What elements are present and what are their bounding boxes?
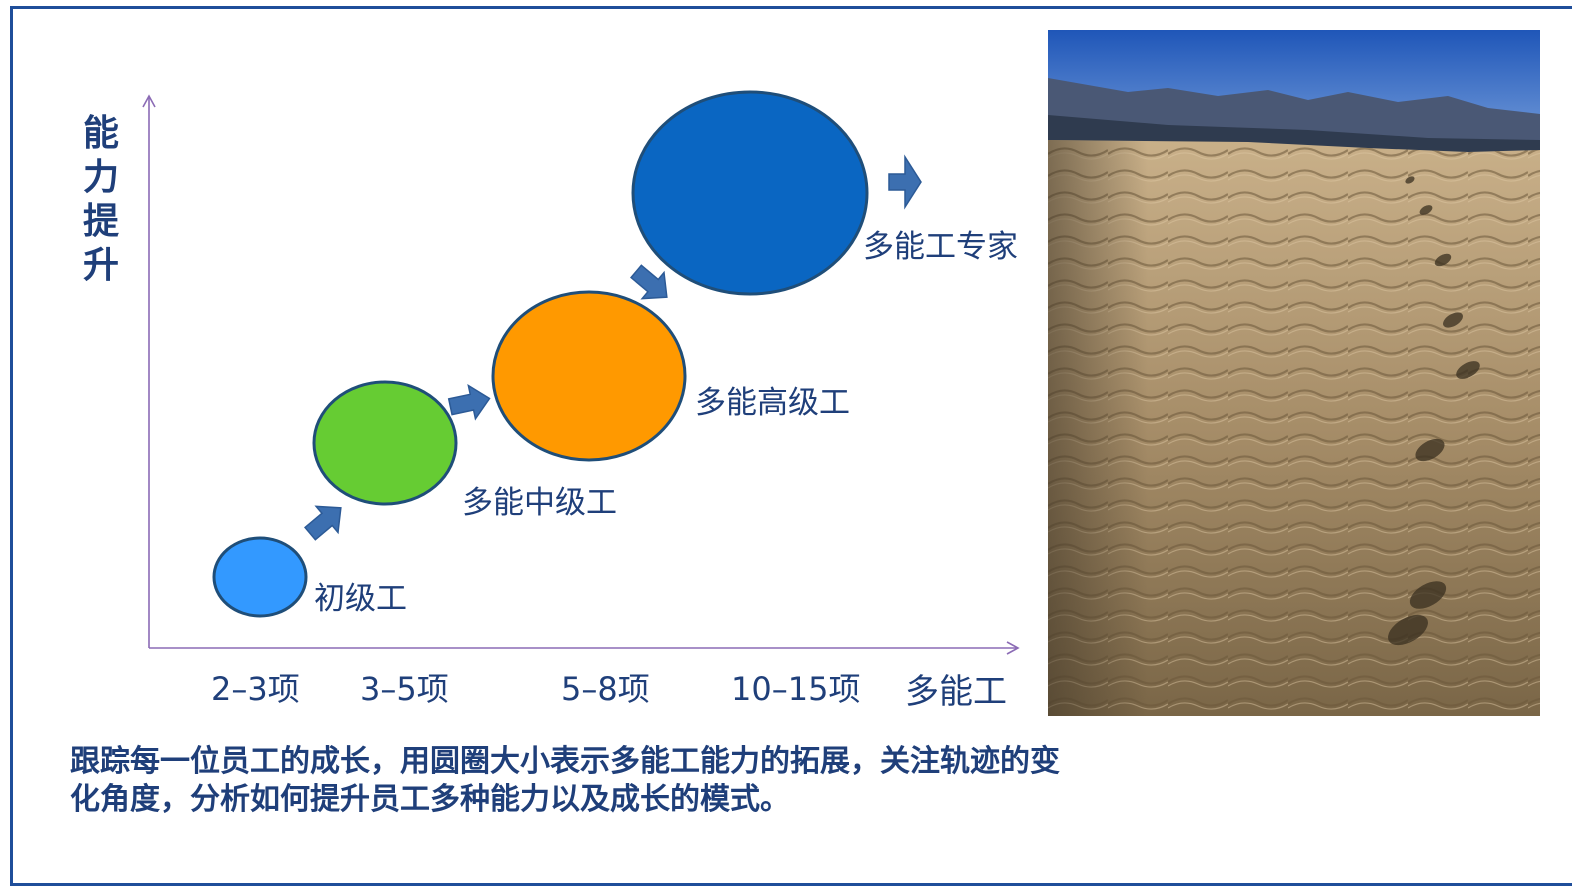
- caption-text: 跟踪每一位员工的成长，用圆圈大小表示多能工能力的拓展，关注轨迹的变化角度，分析如…: [70, 744, 1060, 817]
- x-tick-1: 2–3项: [211, 670, 300, 708]
- desert-photo: [1048, 30, 1540, 716]
- label-senior: 多能高级工: [695, 385, 850, 421]
- circle-intermediate: [312, 380, 458, 506]
- x-tick-4: 10–15项: [731, 670, 861, 708]
- arrow-1: [304, 505, 342, 541]
- arrow-2: [447, 383, 491, 421]
- circle-expert: [631, 90, 869, 296]
- label-intermediate: 多能中级工: [462, 485, 617, 521]
- x-tick-3: 5–8项: [561, 670, 650, 708]
- circle-senior: [491, 290, 687, 462]
- x-axis-label: 多能工: [905, 672, 1007, 712]
- x-tick-2: 3–5项: [360, 670, 449, 708]
- label-expert: 多能工专家: [863, 229, 1018, 265]
- arrow-3: [630, 264, 668, 300]
- label-junior: 初级工: [314, 581, 407, 617]
- arrow-4: [888, 154, 922, 210]
- y-axis-label: 能力提升: [82, 113, 119, 286]
- circle-junior: [212, 536, 308, 618]
- growth-diagram: [142, 90, 1020, 655]
